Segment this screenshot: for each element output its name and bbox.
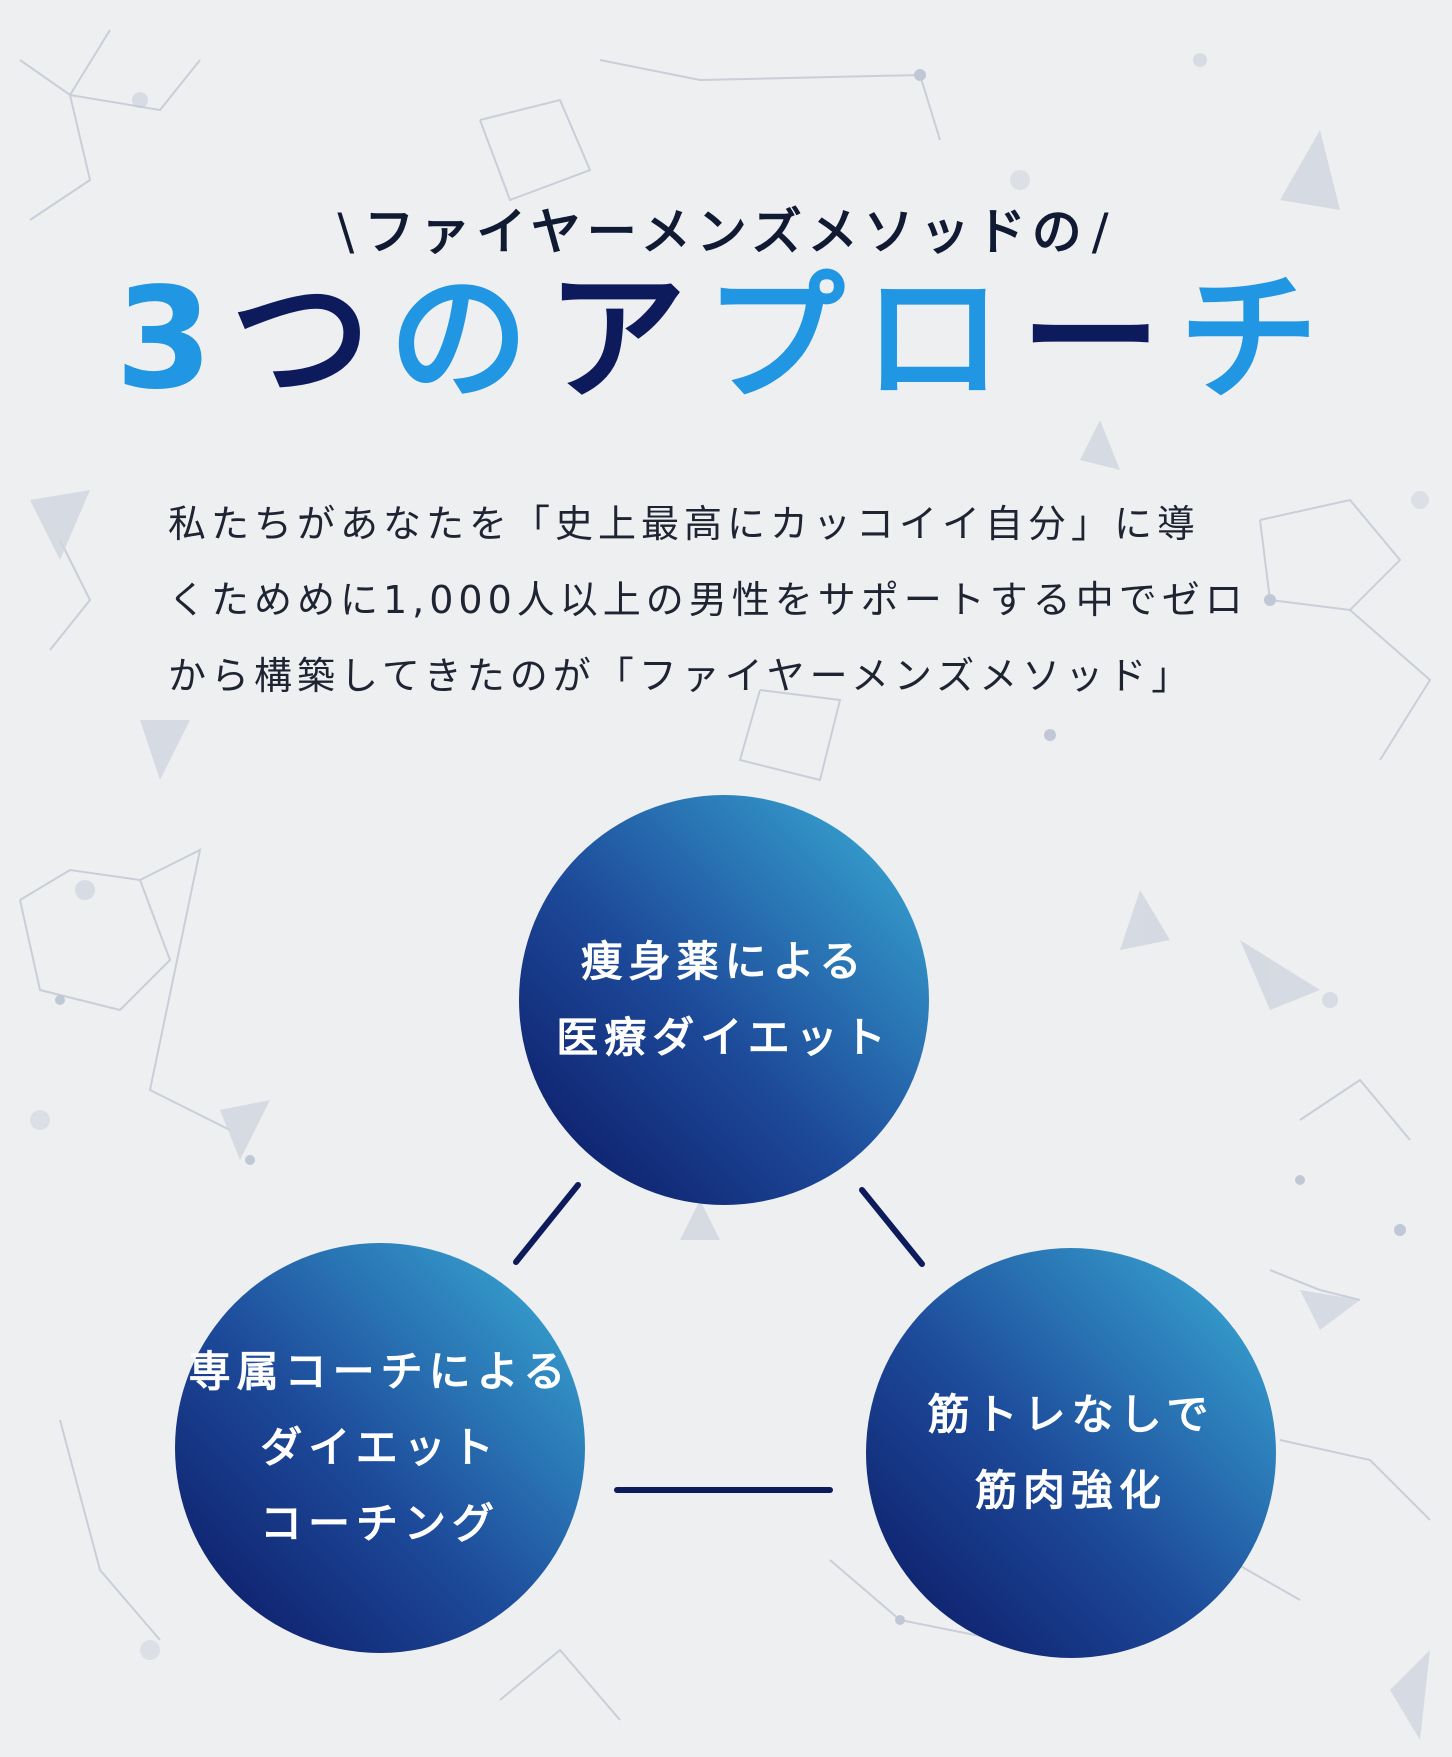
approach-label-line: 医療ダイエット [556, 1013, 892, 1062]
approach-label-line: コーチング [259, 1499, 500, 1548]
title-char: チ [1178, 258, 1337, 421]
intro-line: くためめに1,000人以上の男性をサポートする中でゼロ [168, 578, 1248, 622]
subtitle-text: ファイヤーメンズメソッドの [364, 203, 1088, 261]
title-char: つ [230, 258, 389, 421]
approach-label-line: 筋肉強化 [974, 1466, 1167, 1515]
approach-muscle: 筋トレなしで 筋肉強化 [866, 1248, 1276, 1658]
approach-label-line: 専属コーチによる [188, 1347, 572, 1396]
title-char: ロ [862, 258, 1021, 421]
subtitle-slash-right: / [1091, 203, 1115, 261]
section-subtitle: \ファイヤーメンズメソッドの/ [0, 192, 1452, 264]
section-title: 3つのアプローチ [0, 270, 1452, 410]
approach-label-line: ダイエット [260, 1423, 500, 1472]
title-char: ア [546, 258, 705, 421]
title-char: プ [704, 258, 863, 421]
approach-coaching: 専属コーチによる ダイエット コーチング [175, 1243, 585, 1653]
approach-medical-diet: 痩身薬による 医療ダイエット [519, 795, 929, 1205]
title-char: 3 [115, 258, 231, 421]
title-char: ー [1020, 258, 1179, 421]
title-char: の [388, 258, 547, 421]
approach-label-line: 筋トレなしで [927, 1390, 1215, 1439]
approach-label-line: 痩身薬による [580, 937, 868, 986]
intro-line: から構築してきたのが「ファイヤーメンズメソッド」 [168, 654, 1195, 698]
intro-line: 私たちがあなたを「史上最高にカッコイイ自分」に導 [168, 502, 1201, 546]
subtitle-slash-left: \ [337, 203, 361, 261]
intro-paragraph: 私たちがあなたを「史上最高にカッコイイ自分」に導 くためめに1,000人以上の男… [168, 486, 1308, 714]
